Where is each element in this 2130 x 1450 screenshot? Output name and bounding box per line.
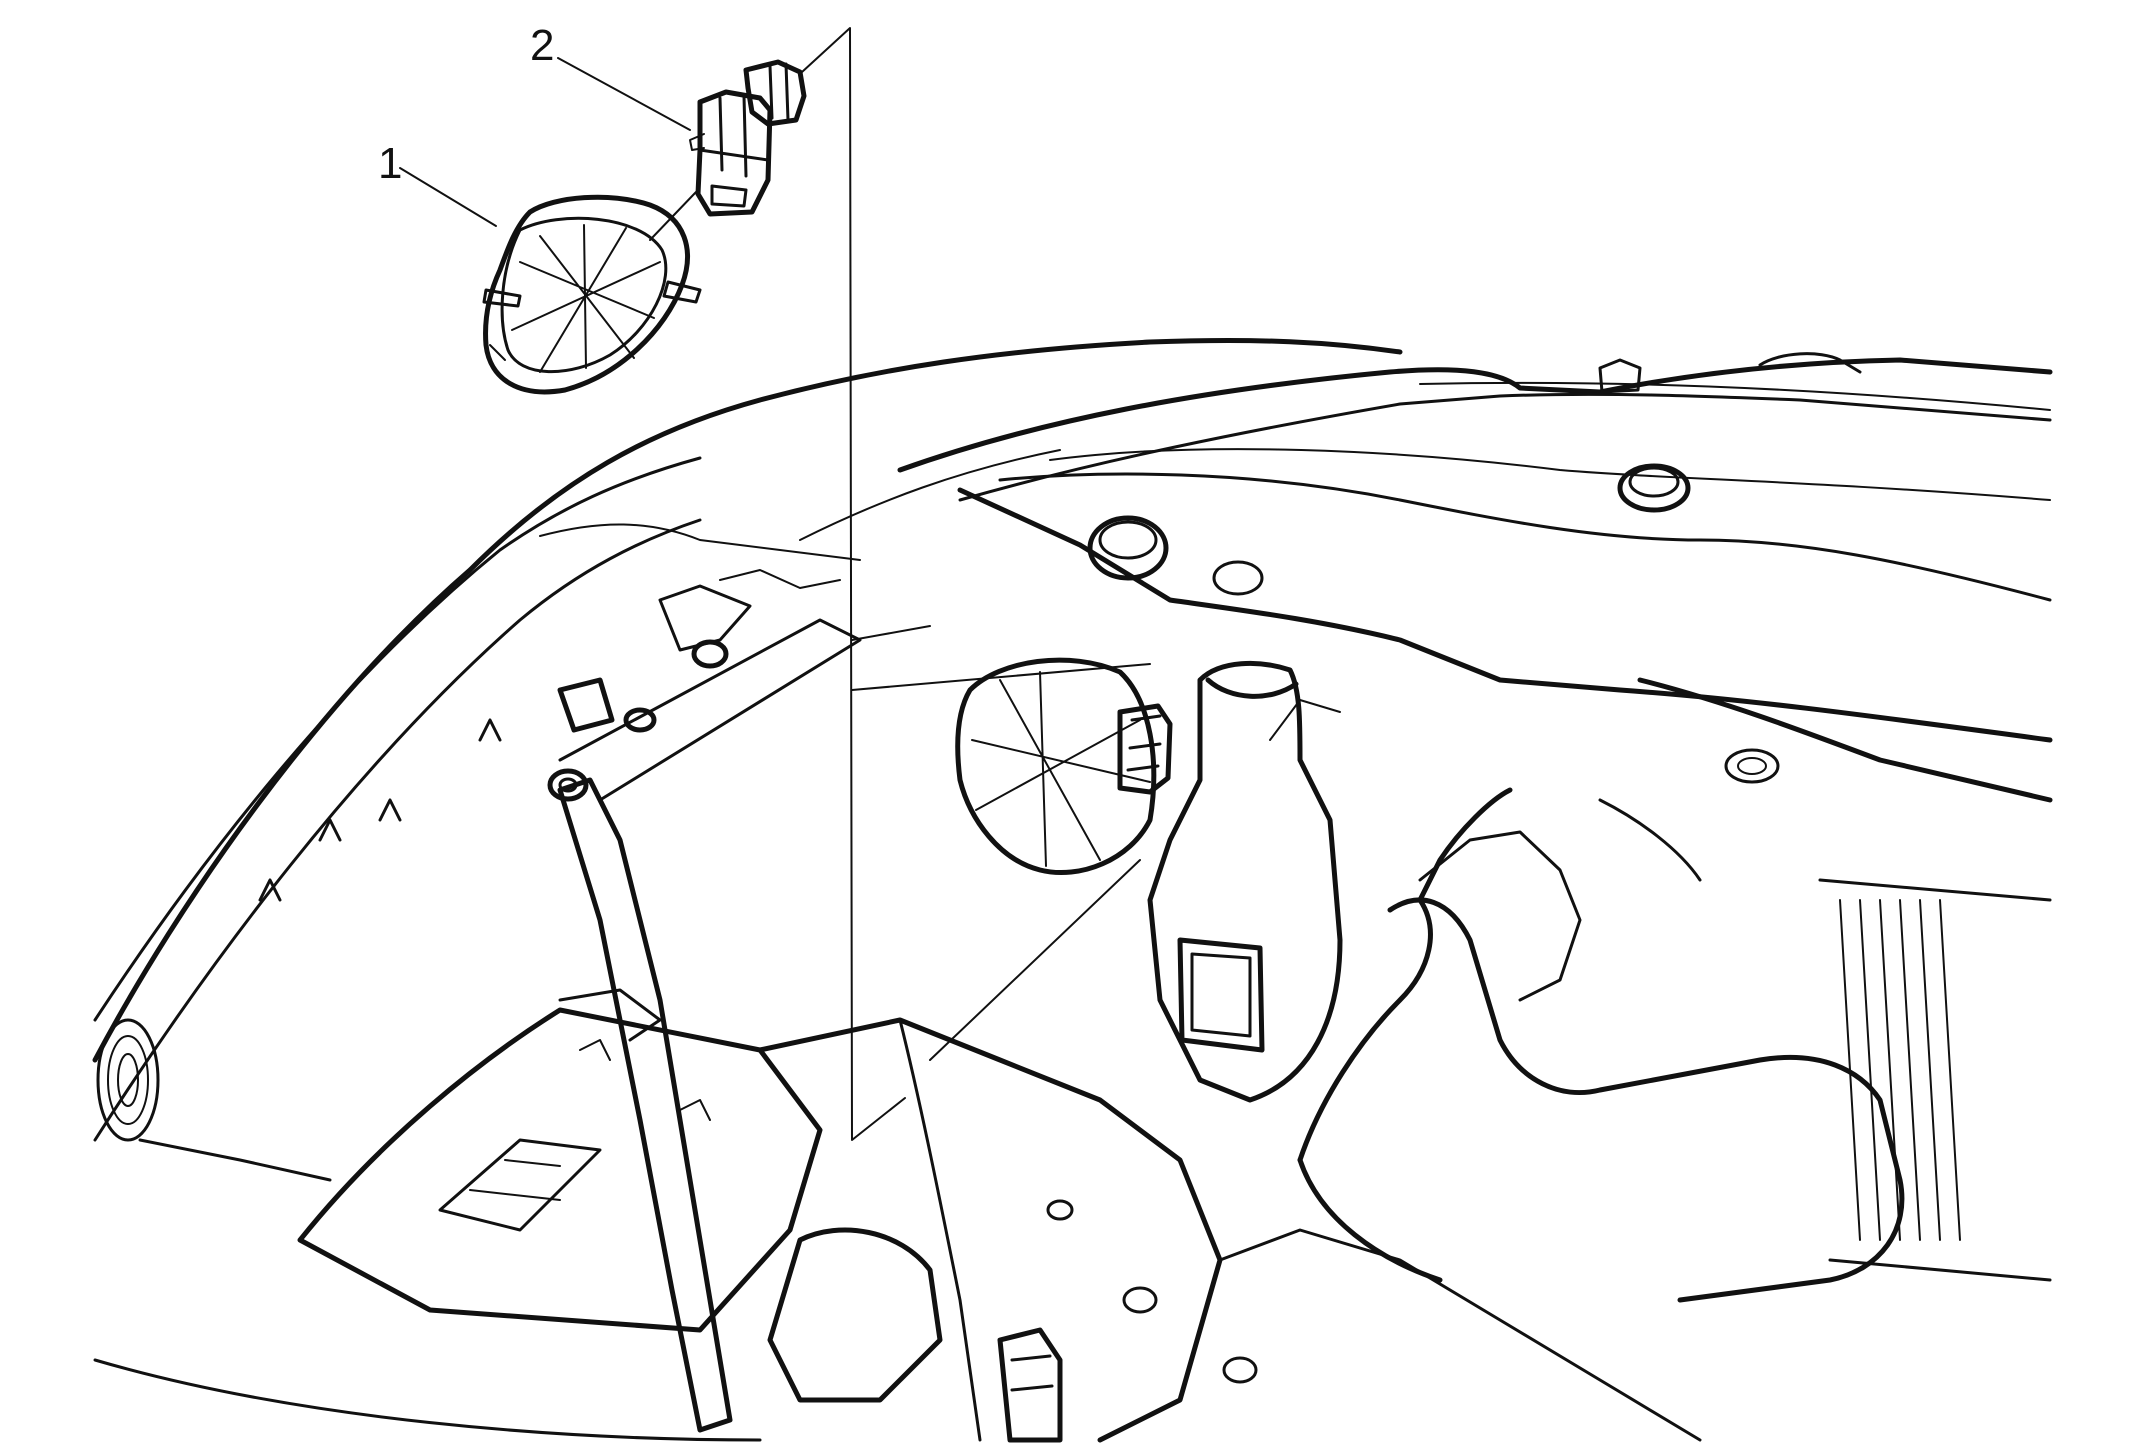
access-cover	[482, 194, 702, 395]
radiator-fins	[1818, 878, 2052, 1282]
headlamp-bulb-part	[689, 59, 807, 217]
callout-2-leader	[557, 57, 691, 131]
wiring-harness-coil	[96, 1018, 332, 1182]
callout-1: 1	[378, 139, 497, 227]
lower-frame	[757, 1017, 1702, 1443]
installed-headlamp-housing	[955, 657, 1173, 876]
latch-bracket	[557, 569, 841, 733]
callout-1-number: 1	[378, 139, 402, 188]
explode-guide-line	[801, 27, 906, 1141]
fender-clips	[258, 718, 502, 902]
battery-box	[297, 988, 823, 1333]
support-bracket-bar	[547, 618, 862, 1433]
intake-hose	[1297, 787, 1905, 1303]
callout-2: 2	[530, 21, 691, 131]
reservoir-bottle	[1147, 660, 1343, 1103]
reservoir-caps	[1087, 463, 1780, 784]
cowl-and-upper-rail	[897, 352, 2053, 502]
fender-and-hood-edge	[92, 337, 1403, 1442]
callout-1-leader	[399, 167, 497, 227]
lower-connectors	[767, 1227, 1063, 1443]
callout-2-number: 2	[530, 21, 554, 70]
explode-guide-cover	[649, 191, 697, 241]
explode-guide-lower	[851, 625, 1151, 1061]
radiator-support-panel	[957, 448, 2053, 803]
